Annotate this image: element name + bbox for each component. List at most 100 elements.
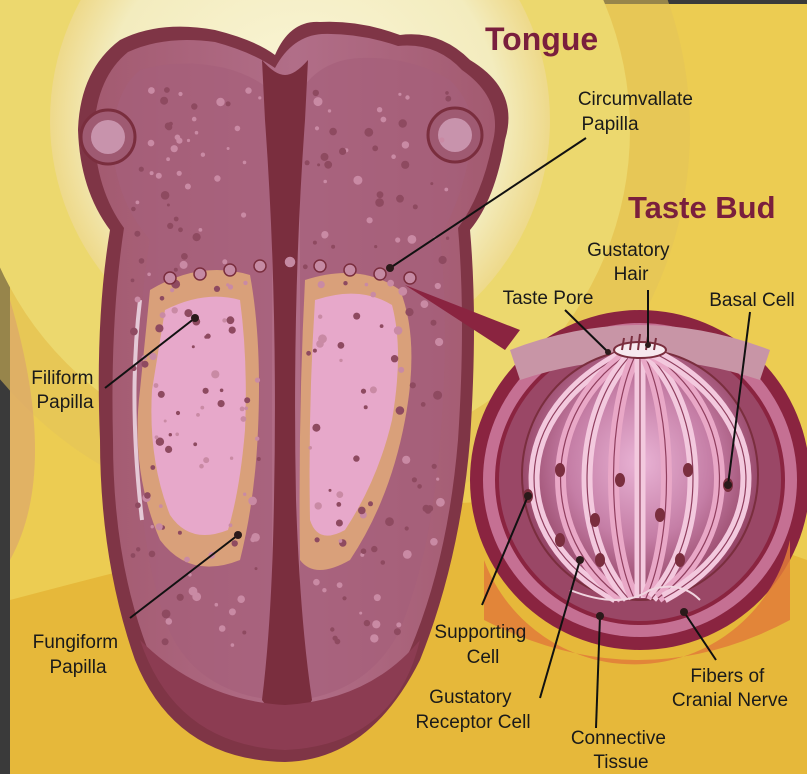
papilla-dot — [364, 620, 370, 626]
papilla-dot — [432, 464, 437, 469]
papilla-dot — [394, 326, 403, 335]
papilla-dot — [385, 517, 394, 526]
papilla-dot — [134, 231, 140, 237]
papilla-dot — [364, 128, 373, 137]
label-taste-pore: Taste Pore — [503, 288, 594, 309]
papilla-dot — [359, 612, 362, 615]
papilla-dot — [314, 97, 323, 106]
papilla-dot — [368, 501, 373, 506]
papilla-dot — [380, 324, 384, 328]
papilla-dot — [374, 245, 377, 248]
papilla-dot — [308, 446, 312, 450]
papilla-dot — [370, 292, 376, 298]
papilla-dot — [313, 241, 317, 245]
papilla-dot — [214, 175, 220, 181]
papilla-dot — [343, 281, 347, 285]
papilla-dot — [330, 627, 334, 631]
papilla-dot — [226, 101, 231, 106]
papilla-dot — [315, 502, 322, 509]
papilla-dot — [164, 87, 170, 93]
papilla-dot — [337, 582, 343, 588]
papilla-dot — [135, 297, 141, 303]
papilla-dot — [220, 389, 224, 393]
papilla-dot — [164, 420, 167, 423]
papilla-dot — [371, 546, 377, 552]
papilla-dot — [353, 176, 362, 185]
papilla-dot — [317, 163, 320, 166]
papilla-dot — [361, 548, 367, 554]
papilla-dot — [160, 97, 168, 105]
papilla-dot — [175, 135, 181, 141]
papilla-dot — [398, 287, 407, 296]
papilla-dot — [248, 497, 257, 506]
papilla-dot — [339, 359, 342, 362]
papilla-dot — [166, 618, 173, 625]
papilla-dot — [255, 567, 258, 570]
papilla-dot — [178, 92, 182, 96]
papilla-dot — [155, 324, 163, 332]
papilla-dot — [413, 204, 418, 209]
papilla-dot — [381, 117, 387, 123]
papilla-dot — [161, 191, 170, 200]
papilla-dot — [243, 161, 247, 165]
papilla-dot — [423, 505, 430, 512]
papilla-dot — [313, 349, 317, 353]
papilla-dot — [398, 367, 404, 373]
papilla-dot — [445, 91, 449, 95]
papilla-dot — [358, 507, 366, 515]
cell-nucleus — [675, 553, 685, 567]
papilla-dot — [331, 245, 335, 249]
papilla-dot — [445, 96, 451, 102]
papilla-dot — [136, 547, 140, 551]
papilla-dot — [159, 504, 163, 508]
papilla-dot — [131, 553, 136, 558]
papilla-dot — [365, 283, 369, 287]
papilla-dot — [177, 171, 182, 176]
papilla-dot — [313, 579, 320, 586]
papilla-dot — [316, 340, 324, 348]
papilla-dot — [235, 126, 241, 132]
papilla-dot — [335, 639, 341, 645]
papilla-dot — [237, 595, 245, 603]
papilla-dot — [417, 484, 422, 489]
papilla-dot — [372, 620, 380, 628]
papilla-dot — [255, 378, 260, 383]
papilla-dot — [230, 457, 233, 460]
papilla-dot — [313, 90, 319, 96]
papilla-dot — [156, 523, 163, 530]
papilla-dot — [219, 625, 226, 632]
papilla-dot — [353, 313, 360, 320]
papilla-dot — [322, 588, 326, 592]
papilla-dot — [439, 256, 447, 264]
papilla-dot — [439, 137, 444, 142]
papilla-dot — [216, 98, 224, 106]
papilla-dot — [444, 188, 448, 192]
papilla-dot — [328, 109, 331, 112]
papilla-dot — [211, 370, 219, 378]
papilla-dot — [410, 382, 416, 388]
cell-nucleus — [615, 473, 625, 487]
papilla-dot — [377, 107, 382, 112]
papilla-dot — [315, 126, 319, 130]
circumvallate-bump — [284, 256, 296, 268]
circumvallate-bump — [374, 268, 386, 280]
papilla-dot — [396, 622, 401, 627]
papilla-dot — [189, 587, 198, 596]
back-papilla-left — [81, 110, 135, 164]
papilla-dot — [175, 433, 179, 437]
papilla-dot — [431, 320, 437, 326]
papilla-dot — [408, 235, 417, 244]
papilla-dot — [166, 157, 170, 161]
papilla-dot — [151, 525, 154, 528]
papilla-dot — [142, 361, 149, 368]
papilla-dot — [315, 537, 320, 542]
papilla-dot — [156, 173, 162, 179]
papilla-dot — [321, 153, 329, 161]
papilla-dot — [136, 201, 140, 205]
papilla-dot — [229, 523, 233, 527]
papilla-dot — [150, 465, 155, 470]
papilla-dot — [139, 258, 145, 264]
papilla-dot — [148, 87, 155, 94]
